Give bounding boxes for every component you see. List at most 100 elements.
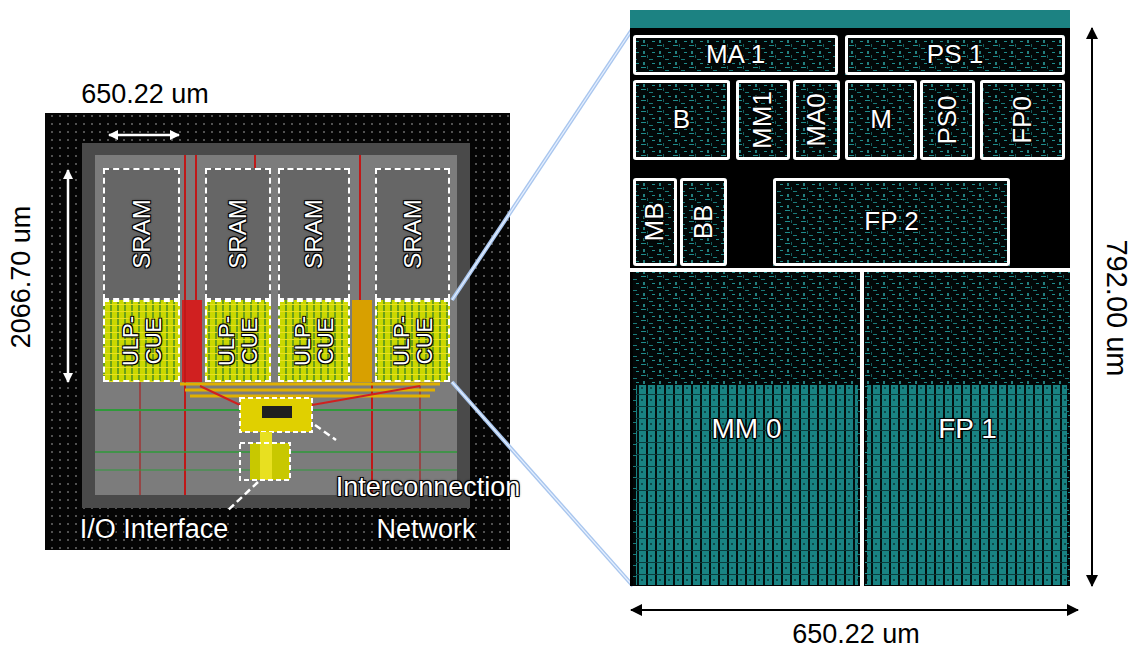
zoom-panel-part xyxy=(845,35,1065,75)
interconnection-block-part xyxy=(240,398,312,432)
layout-block: MA 1 xyxy=(633,35,838,75)
block-label: PS0 xyxy=(934,95,961,144)
routing-wires-part xyxy=(140,382,141,495)
sram-block: SRAM xyxy=(375,168,450,300)
routing-wires-part xyxy=(254,155,256,168)
zoom-panel-part xyxy=(860,270,864,586)
callout-label: Interconnection xyxy=(336,473,521,503)
dimension-arrows-part xyxy=(109,134,179,137)
die-overview-part xyxy=(95,155,457,495)
die-overview-part xyxy=(205,168,271,300)
zoom-panel-part xyxy=(633,178,677,266)
block-label: PS 1 xyxy=(927,41,983,68)
dimension-arrows-part xyxy=(67,170,70,382)
layout-block: BB xyxy=(680,178,727,266)
interconnection-block-part xyxy=(240,443,290,480)
block-label: FP 1 xyxy=(938,414,997,443)
zoom-panel-part xyxy=(865,272,1070,585)
sram-block: SRAM xyxy=(278,168,350,300)
block-label: B xyxy=(673,106,690,133)
zoom-panel-part xyxy=(867,385,1067,585)
layout-block: PS 1 xyxy=(845,35,1065,75)
die-overview-part xyxy=(278,168,350,300)
block-label: FP 2 xyxy=(864,208,918,235)
dimension-label: 792.00 um xyxy=(1100,239,1132,376)
zoom-panel-part xyxy=(630,10,1070,586)
layout-block: FP 2 xyxy=(773,178,1010,266)
zoom-panel-part xyxy=(773,178,1010,266)
layout-block: MA0 xyxy=(793,80,840,160)
layout-block: B xyxy=(633,80,730,160)
layout-block: MM1 xyxy=(736,80,790,160)
zoom-panel-part xyxy=(630,10,1070,28)
zoom-lines xyxy=(452,28,633,586)
zoom-lines-part xyxy=(452,28,633,300)
die-overview-part xyxy=(375,168,450,300)
layout-block: FP0 xyxy=(980,80,1065,160)
layout-block: MB xyxy=(633,178,677,266)
zoom-panel-part xyxy=(793,80,840,160)
sram-block: SRAM xyxy=(205,168,271,300)
zoom-panel-part xyxy=(736,80,790,160)
callout-label: Network xyxy=(376,515,475,545)
interconnection-block-part xyxy=(262,406,292,418)
block-label: MA 1 xyxy=(706,41,765,68)
routing-wires xyxy=(95,155,457,495)
zoom-panel-part xyxy=(636,385,858,585)
interconnection-block-part xyxy=(240,398,312,432)
block-label: ULP- CUE xyxy=(389,311,435,370)
dimension-arrows-part xyxy=(1091,28,1093,586)
sram-block: SRAM xyxy=(103,168,180,300)
callout-label: I/O Interface xyxy=(80,515,229,545)
zoom-panel-part xyxy=(633,272,860,585)
dimension-arrows-part xyxy=(631,609,1078,611)
die-overview-part xyxy=(103,168,180,300)
ulp-cue-block: ULP- CUE xyxy=(278,300,350,382)
dimension-arrows xyxy=(68,28,1092,610)
block-label: ULP- CUE xyxy=(118,311,164,370)
die-overview-part xyxy=(278,300,350,382)
zoom-panel-part xyxy=(920,80,975,160)
zoom-panel xyxy=(630,10,1070,586)
block-label: M xyxy=(870,106,892,133)
layout-block: FP 1 xyxy=(865,272,1070,585)
routing-wires-part xyxy=(184,155,186,495)
block-label: SRAM xyxy=(129,199,154,268)
die-overview-part xyxy=(82,143,470,508)
interconnection-block-part xyxy=(260,432,272,480)
block-label: SRAM xyxy=(225,199,250,268)
zoom-panel-part xyxy=(845,80,917,160)
block-label: MM1 xyxy=(749,91,776,149)
block-label: MB xyxy=(641,203,668,242)
dimension-label: 650.22 um xyxy=(792,620,920,650)
zoom-panel-part xyxy=(633,35,838,75)
block-label: ULP- CUE xyxy=(215,311,261,370)
zoom-panel-part xyxy=(680,178,727,266)
layout-block: M xyxy=(845,80,917,160)
interconnection-block-part xyxy=(315,425,336,440)
block-label: MM 0 xyxy=(712,414,782,443)
ulp-cue-block: ULP- CUE xyxy=(205,300,271,382)
zoom-panel-part xyxy=(633,80,730,160)
routing-wires-part xyxy=(359,155,361,300)
block-label: BB xyxy=(690,205,717,240)
dimension-label: 2066.70 um xyxy=(7,206,37,349)
zoom-panel-part xyxy=(980,80,1065,160)
ulp-cue-block: ULP- CUE xyxy=(375,300,450,382)
block-label: SRAM xyxy=(301,199,326,268)
routing-wires-part xyxy=(195,155,197,300)
layout-block: MM 0 xyxy=(633,272,860,585)
block-label: FP0 xyxy=(1009,96,1036,144)
ulp-cue-block: ULP- CUE xyxy=(103,300,180,382)
die-overview-part xyxy=(375,300,450,382)
interconnection-block-part xyxy=(226,482,258,512)
block-label: MA0 xyxy=(803,93,830,146)
block-label: ULP- CUE xyxy=(291,311,337,370)
zoom-panel-part xyxy=(630,268,1070,272)
dimension-label: 650.22 um xyxy=(81,80,209,110)
interconnection-block xyxy=(226,398,336,512)
die-overview-part xyxy=(352,300,372,382)
block-label: SRAM xyxy=(400,199,425,268)
die-overview-part xyxy=(205,300,271,382)
